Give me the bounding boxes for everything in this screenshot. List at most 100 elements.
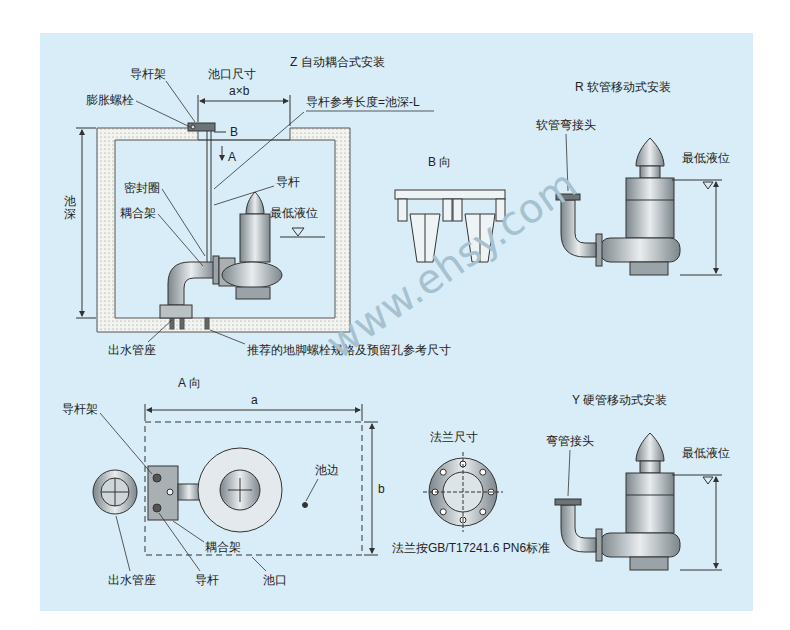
plan-view	[153, 504, 161, 512]
pump-body	[630, 262, 668, 275]
dimension-value: b	[378, 482, 385, 496]
guide-rod	[188, 123, 215, 262]
part-label: 导杆	[195, 573, 219, 587]
pit-section	[170, 318, 174, 329]
guide-rod	[188, 123, 215, 131]
part-label: 密封圈	[124, 181, 160, 195]
leader-line	[162, 189, 205, 256]
pump-body	[596, 234, 602, 266]
dimension-line	[364, 422, 378, 423]
liquid-level-mark	[716, 182, 717, 273]
view-title: 法兰尺寸	[430, 430, 478, 444]
pit-section	[97, 128, 350, 332]
plan-view	[220, 470, 260, 510]
part-label: 导杆架	[130, 67, 166, 81]
liquid-level-mark	[672, 180, 722, 275]
dimension-note: 导杆参考长度=池深-L	[306, 95, 420, 109]
part-label: 膨胀螺栓	[86, 93, 134, 107]
pump-body	[626, 200, 674, 201]
leader-line	[100, 413, 152, 474]
pipe-elbow	[555, 499, 581, 505]
leader-line	[116, 516, 130, 571]
background-panel	[40, 33, 753, 611]
liquid-level-mark	[280, 228, 325, 237]
part-label: 导杆架	[62, 402, 98, 416]
pipe-elbow	[555, 499, 596, 552]
dimension-line	[372, 424, 373, 553]
plan-view	[167, 489, 173, 495]
pump-body	[240, 214, 270, 262]
guide-rod	[191, 125, 195, 129]
liquid-level-mark	[680, 570, 722, 571]
leader-line	[100, 413, 318, 571]
bracket-view	[395, 190, 505, 199]
leader-line	[166, 81, 195, 122]
dimension-value: a×b	[229, 84, 249, 98]
plan-view	[153, 474, 161, 482]
plan-view	[178, 484, 200, 500]
plan-view	[115, 478, 116, 506]
flange-view	[423, 452, 503, 532]
dimension-line	[290, 95, 291, 126]
part-label: 耦合架	[120, 206, 156, 220]
part-label: 出水管座	[108, 573, 156, 587]
part-label: 池口	[263, 573, 287, 587]
leader-line	[306, 111, 434, 112]
standard-note: 法兰按GB/T17241.6 PN6标准	[392, 541, 550, 555]
pump-body	[236, 287, 270, 299]
pump-body	[636, 138, 664, 166]
level-label: 最低液位	[270, 206, 318, 220]
dimension-label: 池口尺寸	[208, 67, 256, 81]
pit-section	[97, 128, 350, 332]
pump-body	[600, 238, 680, 262]
outlet-pipe	[213, 256, 219, 284]
section-title: Z 自动耦合式安装	[290, 55, 385, 69]
part-label: 弯管接头	[546, 434, 594, 448]
part-label: 出水管座	[108, 343, 156, 357]
leader-line	[136, 101, 190, 127]
flange-view	[423, 452, 503, 532]
leader-line	[568, 450, 570, 496]
flange-view	[480, 469, 486, 475]
bracket-view	[398, 199, 407, 221]
liquid-level-mark	[703, 477, 713, 484]
dimension-line	[147, 410, 360, 411]
liquid-level-mark	[672, 475, 722, 570]
outlet-pipe	[160, 256, 219, 318]
dimension-line	[145, 404, 146, 421]
pump-body	[246, 192, 264, 214]
liquid-level-mark	[716, 477, 717, 568]
outlet-pipe	[168, 262, 215, 305]
dimension-line	[76, 318, 96, 319]
part-label: 软管弯接头	[536, 118, 596, 132]
pump-body	[626, 178, 674, 238]
pit-section	[180, 318, 184, 329]
pump-body	[596, 138, 680, 275]
view-title: A 向	[178, 376, 201, 390]
leader-line	[158, 214, 203, 266]
pump-body	[222, 262, 282, 288]
liquid-level-mark	[680, 275, 722, 276]
leader-line	[214, 112, 304, 189]
part-label: 池边	[315, 463, 339, 477]
liquid-level-mark	[703, 182, 713, 189]
pump-body	[596, 433, 680, 570]
pit-opening-outline	[145, 422, 362, 555]
leader-line	[568, 450, 570, 496]
bracket-view	[453, 199, 462, 221]
view-title: B 向	[428, 155, 451, 169]
liquid-level-mark	[672, 180, 722, 181]
part-label: 耦合架	[205, 540, 241, 554]
dimension-label: 池深	[64, 195, 76, 221]
dimension-line	[82, 130, 83, 316]
section-title: R 软管移动式安装	[575, 80, 671, 94]
leader-line	[252, 557, 266, 571]
bracket-view	[443, 199, 452, 221]
plan-view	[93, 470, 137, 514]
flange-view	[440, 469, 446, 475]
dimension-line	[198, 95, 199, 122]
dimension-line	[76, 95, 290, 318]
guide-rod	[207, 131, 208, 262]
dimension-line	[76, 128, 96, 129]
